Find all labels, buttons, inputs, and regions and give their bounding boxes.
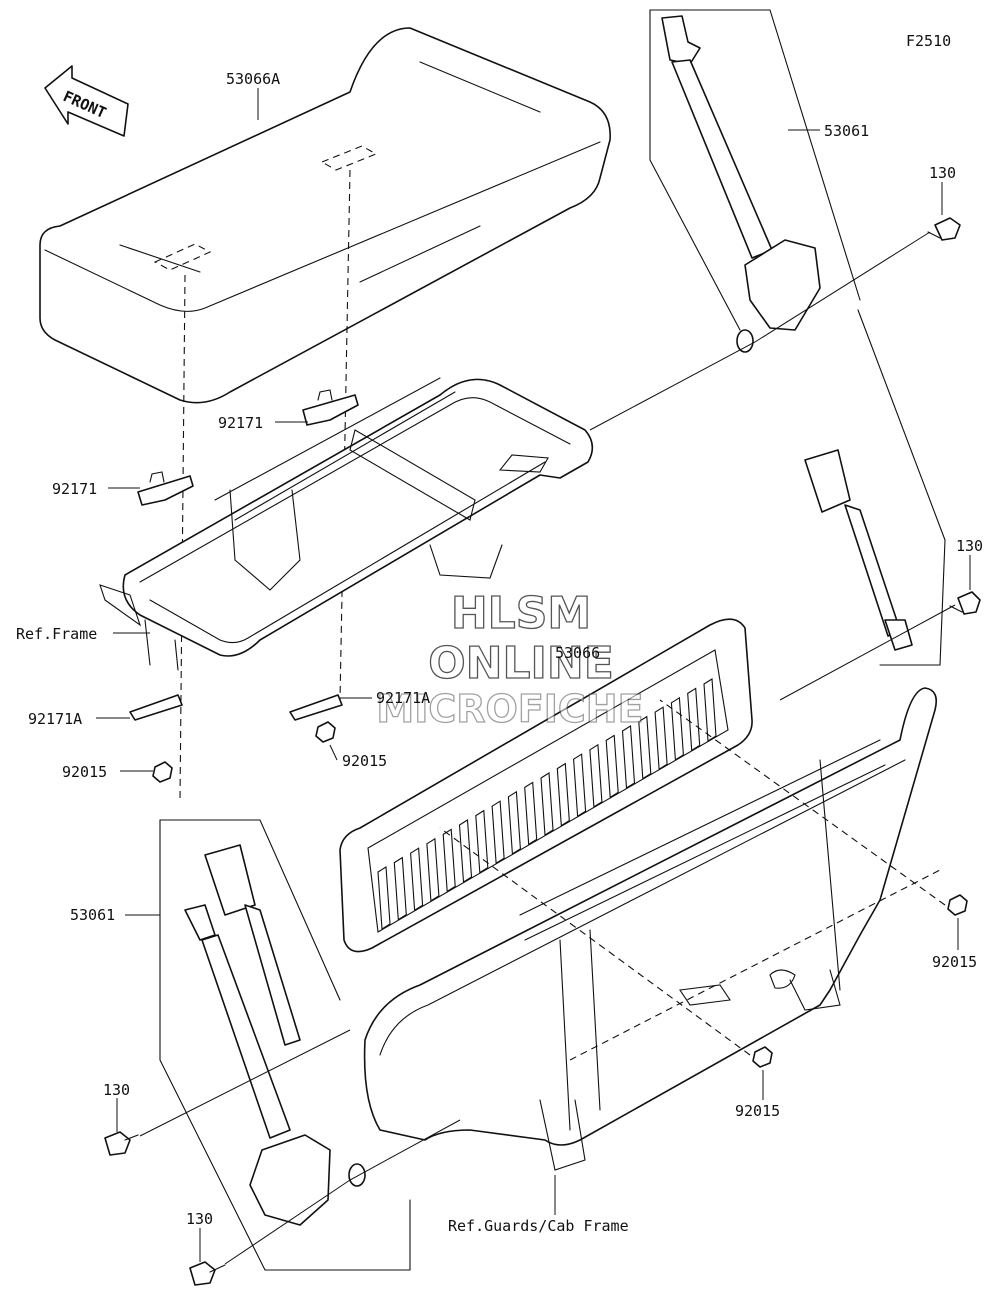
- callout-92015-a: 92015: [62, 763, 107, 781]
- nut-92015-d-icon: [752, 1046, 773, 1068]
- callout-130-a: 130: [929, 164, 956, 182]
- seat-back-slot: [638, 715, 652, 780]
- bracket-92171-a-icon: [302, 389, 359, 426]
- nut-92015-b-icon: [315, 721, 336, 743]
- callout-92015-c: 92015: [932, 953, 977, 971]
- seat-back-slot: [556, 762, 570, 827]
- bolt-130-bottom-icon: [189, 1261, 226, 1286]
- watermark-line-3: MICROFICHE: [376, 687, 643, 731]
- seat-back-slot: [605, 734, 619, 799]
- seat-belt-upper: [649, 9, 861, 331]
- fastener-lines: [139, 231, 956, 1265]
- seat-back-slot: [703, 678, 717, 742]
- washer-upper-icon: [736, 329, 754, 353]
- figure-code: F2510: [906, 32, 951, 50]
- seat-back-slot: [507, 790, 521, 855]
- callout-53066: 53066: [555, 644, 600, 662]
- callout-130-b: 130: [956, 537, 983, 555]
- callout-92171a-right: 92171A: [376, 689, 430, 707]
- bolt-130-mid-icon: [949, 591, 981, 615]
- seat-back-slot: [393, 856, 407, 921]
- bracket-92171a-right-icon: [289, 694, 343, 721]
- cab-frame-guards: [363, 687, 941, 1171]
- seat-back-slot: [654, 706, 668, 771]
- seat-back-slot: [573, 753, 587, 818]
- callout-ref-frame: Ref.Frame: [16, 625, 97, 643]
- bolt-130-upper-icon: [927, 217, 961, 241]
- callout-130-c: 130: [103, 1081, 130, 1099]
- callout-53061-lower: 53061: [70, 906, 115, 924]
- callout-130-d: 130: [186, 1210, 213, 1228]
- callout-92015-b: 92015: [342, 752, 387, 770]
- callout-92015-d: 92015: [735, 1102, 780, 1120]
- seat-cushion-front: [39, 27, 611, 801]
- seat-back-slot: [621, 725, 636, 789]
- watermark-line-1: HLSM: [451, 588, 591, 639]
- callout-leaders: [96, 88, 971, 1262]
- seat-back-slot: [670, 696, 684, 761]
- seat-back-slot: [687, 687, 701, 752]
- bolt-130-lower-left-icon: [104, 1131, 139, 1156]
- seat-belt-lower: [159, 819, 411, 1271]
- bracket-92171-b-icon: [137, 471, 194, 506]
- seat-back-slot: [540, 772, 554, 836]
- watermark: HLSM ONLINE MICROFICHE: [376, 587, 644, 731]
- seat-back-slot: [426, 837, 440, 902]
- callout-92171-a: 92171: [218, 414, 263, 432]
- seat-back-slot: [475, 809, 489, 874]
- callout-92171a-left: 92171A: [28, 710, 82, 728]
- seat-back-slot: [524, 781, 538, 846]
- seat-back-slot: [442, 828, 456, 893]
- washer-lower-icon: [348, 1163, 366, 1187]
- seat-back-slot: [491, 800, 505, 865]
- seat-back-slot: [458, 819, 473, 883]
- watermark-line-2: ONLINE: [428, 638, 614, 689]
- seat-back-rear: [339, 618, 753, 953]
- callout-53066a: 53066A: [226, 70, 280, 88]
- seat-back-slot: [589, 743, 603, 808]
- seat-back-slot: [377, 866, 391, 930]
- bracket-92171a-left-icon: [129, 694, 183, 721]
- nut-92015-c-icon: [947, 894, 968, 916]
- callout-92171-b: 92171: [52, 480, 97, 498]
- seat-frame: [99, 377, 594, 671]
- callout-ref-guards: Ref.Guards/Cab Frame: [448, 1217, 629, 1235]
- seat-back-slot: [410, 847, 424, 912]
- callout-53061-upper: 53061: [824, 122, 869, 140]
- seat-back-slots: [377, 678, 717, 930]
- belt-buckle-upper: [804, 309, 946, 666]
- front-arrow-icon: FRONT: [44, 65, 129, 137]
- nut-92015-a-icon: [152, 761, 173, 783]
